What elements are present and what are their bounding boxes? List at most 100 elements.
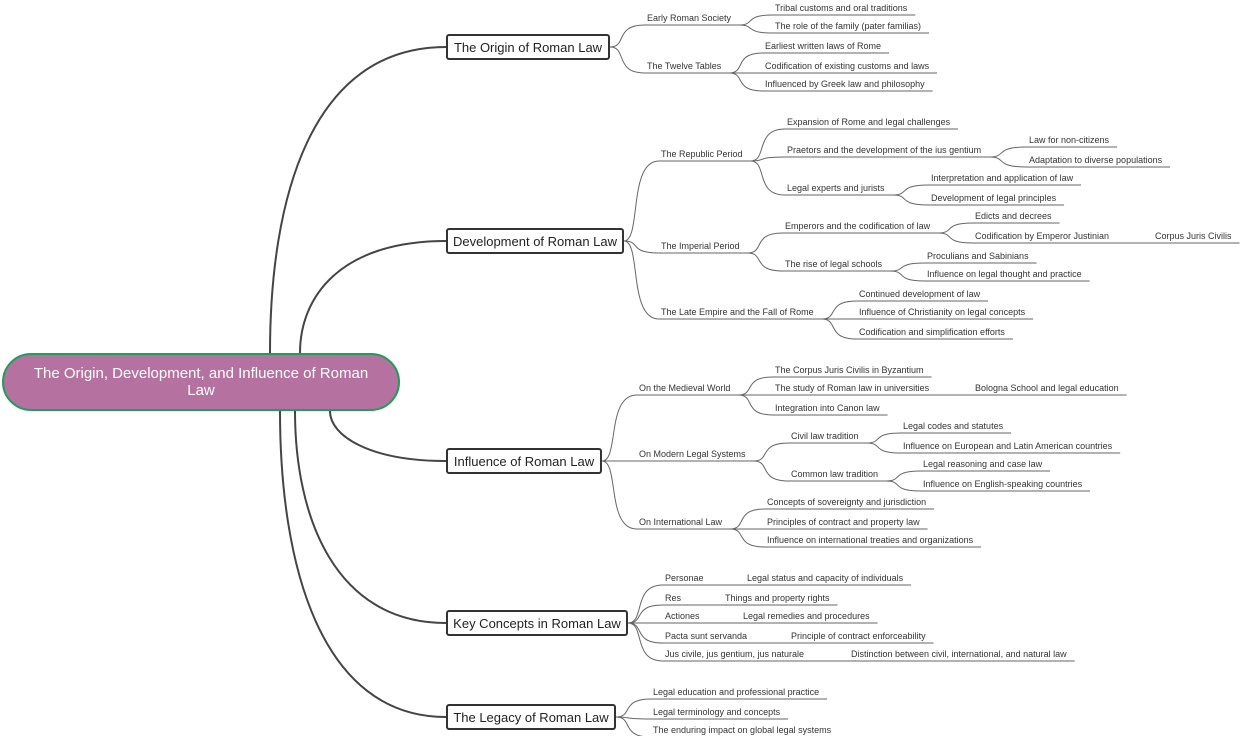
branch-connector (938, 222, 974, 234)
node-byzantium[interactable]: The Corpus Juris Civilis in Byzantium (775, 365, 924, 375)
branch-connector (892, 194, 930, 206)
node-earliest-written-laws[interactable]: Earliest written laws of Rome (765, 41, 882, 51)
branch-connector (627, 604, 664, 624)
node-enduring-impact[interactable]: The enduring impact on global legal syst… (653, 725, 832, 735)
root-label: The Origin, Development, and Influence o… (33, 365, 369, 399)
node-personae-desc[interactable]: Legal status and capacity of individuals (747, 573, 904, 583)
node-universities[interactable]: The study of Roman law in universities (775, 383, 930, 393)
node-late-empire[interactable]: The Late Empire and the Fall of Rome (661, 307, 814, 317)
node-codification-customs[interactable]: Codification of existing customs and law… (765, 61, 930, 71)
node-jus[interactable]: Jus civile, jus gentium, jus naturale (665, 649, 805, 659)
root-node[interactable]: The Origin, Development, and Influence o… (2, 353, 400, 411)
topic-key-concepts[interactable]: Key Concepts in Roman Law (446, 610, 628, 636)
topic-development[interactable]: Development of Roman Law (446, 228, 624, 254)
branch-connector (623, 160, 660, 242)
node-christianity[interactable]: Influence of Christianity on legal conce… (859, 307, 1026, 317)
node-twelve-tables[interactable]: The Twelve Tables (647, 61, 722, 71)
branch-connector (739, 14, 774, 26)
node-imperial-period[interactable]: The Imperial Period (661, 241, 740, 251)
node-emperors[interactable]: Emperors and the codification of law (785, 221, 931, 231)
node-terminology[interactable]: Legal terminology and concepts (653, 707, 781, 717)
node-diverse-populations[interactable]: Adaptation to diverse populations (1029, 155, 1163, 165)
node-jus-desc[interactable]: Distinction between civil, international… (851, 649, 1067, 659)
topic-legacy-label: The Legacy of Roman Law (453, 709, 609, 725)
node-medieval-world[interactable]: On the Medieval World (639, 383, 731, 393)
node-civil-law[interactable]: Civil law tradition (791, 431, 859, 441)
branch-connector (866, 432, 902, 444)
node-early-roman-society[interactable]: Early Roman Society (647, 13, 732, 23)
root-connector (299, 240, 447, 354)
node-modern-systems[interactable]: On Modern Legal Systems (639, 449, 746, 459)
branch-connector (623, 240, 660, 254)
node-simplification[interactable]: Codification and simplification efforts (859, 327, 1005, 337)
branch-connector (866, 442, 902, 454)
node-justinian[interactable]: Codification by Emperor Justinian (975, 231, 1110, 241)
node-legal-codes[interactable]: Legal codes and statutes (903, 421, 1004, 431)
node-pacta[interactable]: Pacta sunt servanda (665, 631, 748, 641)
node-pacta-desc[interactable]: Principle of contract enforceability (791, 631, 926, 641)
root-connector (269, 46, 447, 354)
node-legal-principles[interactable]: Development of legal principles (931, 193, 1057, 203)
node-res[interactable]: Res (665, 593, 682, 603)
topic-influence[interactable]: Influence of Roman Law (446, 448, 602, 474)
node-actiones[interactable]: Actiones (665, 611, 700, 621)
node-treaties[interactable]: Influence on international treaties and … (767, 535, 974, 545)
branch-connector (739, 24, 774, 34)
node-tribal-customs[interactable]: Tribal customs and oral traditions (775, 3, 908, 13)
branch-connector (627, 584, 664, 624)
branch-connector (892, 184, 930, 196)
root-connector (294, 410, 447, 624)
node-common-law[interactable]: Common law tradition (791, 469, 879, 479)
node-contract-property[interactable]: Principles of contract and property law (767, 517, 920, 527)
branch-connector (601, 460, 638, 530)
branch-connector (890, 262, 926, 272)
topic-key-concepts-label: Key Concepts in Roman Law (453, 615, 621, 631)
node-praetors[interactable]: Praetors and the development of the ius … (787, 145, 982, 155)
node-case-law[interactable]: Legal reasoning and case law (923, 459, 1043, 469)
node-proculians[interactable]: Proculians and Sabinians (927, 251, 1029, 261)
node-legal-experts[interactable]: Legal experts and jurists (787, 183, 885, 193)
topic-origin[interactable]: The Origin of Roman Law (446, 34, 610, 60)
node-personae[interactable]: Personae (665, 573, 704, 583)
topic-origin-label: The Origin of Roman Law (453, 39, 603, 55)
node-greek-influence[interactable]: Influenced by Greek law and philosophy (765, 79, 925, 89)
topic-legacy[interactable]: The Legacy of Roman Law (446, 704, 616, 730)
node-republic-period[interactable]: The Republic Period (661, 149, 743, 159)
root-connector (279, 410, 447, 718)
node-legal-schools[interactable]: The rise of legal schools (785, 259, 883, 269)
node-legal-education[interactable]: Legal education and professional practic… (653, 687, 820, 697)
branch-connector (609, 24, 646, 48)
node-english-speaking[interactable]: Influence on English-speaking countries (923, 479, 1083, 489)
node-legal-thought[interactable]: Influence on legal thought and practice (927, 269, 1082, 279)
branch-connector (738, 394, 774, 416)
node-edicts[interactable]: Edicts and decrees (975, 211, 1052, 221)
topic-influence-label: Influence of Roman Law (453, 453, 595, 469)
node-non-citizens[interactable]: Law for non-citizens (1029, 135, 1110, 145)
node-interpretation[interactable]: Interpretation and application of law (931, 173, 1074, 183)
node-bologna[interactable]: Bologna School and legal education (975, 383, 1119, 393)
node-corpus-juris-civilis[interactable]: Corpus Juris Civilis (1155, 231, 1232, 241)
root-connector (329, 410, 447, 462)
branch-connector (886, 480, 922, 492)
branch-connector (627, 622, 664, 644)
node-sovereignty[interactable]: Concepts of sovereignty and jurisdiction (767, 497, 927, 507)
node-canon-law[interactable]: Integration into Canon law (775, 403, 880, 413)
branch-connector (821, 318, 858, 340)
node-pater-familias[interactable]: The role of the family (pater familias) (775, 21, 922, 31)
branch-connector (750, 156, 786, 162)
topic-development-label: Development of Roman Law (452, 233, 618, 249)
node-continued-development[interactable]: Continued development of law (859, 289, 981, 299)
branch-connector (989, 146, 1028, 158)
branch-connector (750, 160, 786, 196)
branch-connector (609, 46, 646, 74)
branch-connector (601, 394, 638, 462)
node-actiones-desc[interactable]: Legal remedies and procedures (743, 611, 870, 621)
node-european-latin[interactable]: Influence on European and Latin American… (903, 441, 1113, 451)
node-international-law[interactable]: On International Law (639, 517, 723, 527)
node-expansion[interactable]: Expansion of Rome and legal challenges (787, 117, 951, 127)
node-res-desc[interactable]: Things and property rights (725, 593, 830, 603)
branch-connector (753, 442, 790, 462)
branch-connector (730, 528, 766, 548)
